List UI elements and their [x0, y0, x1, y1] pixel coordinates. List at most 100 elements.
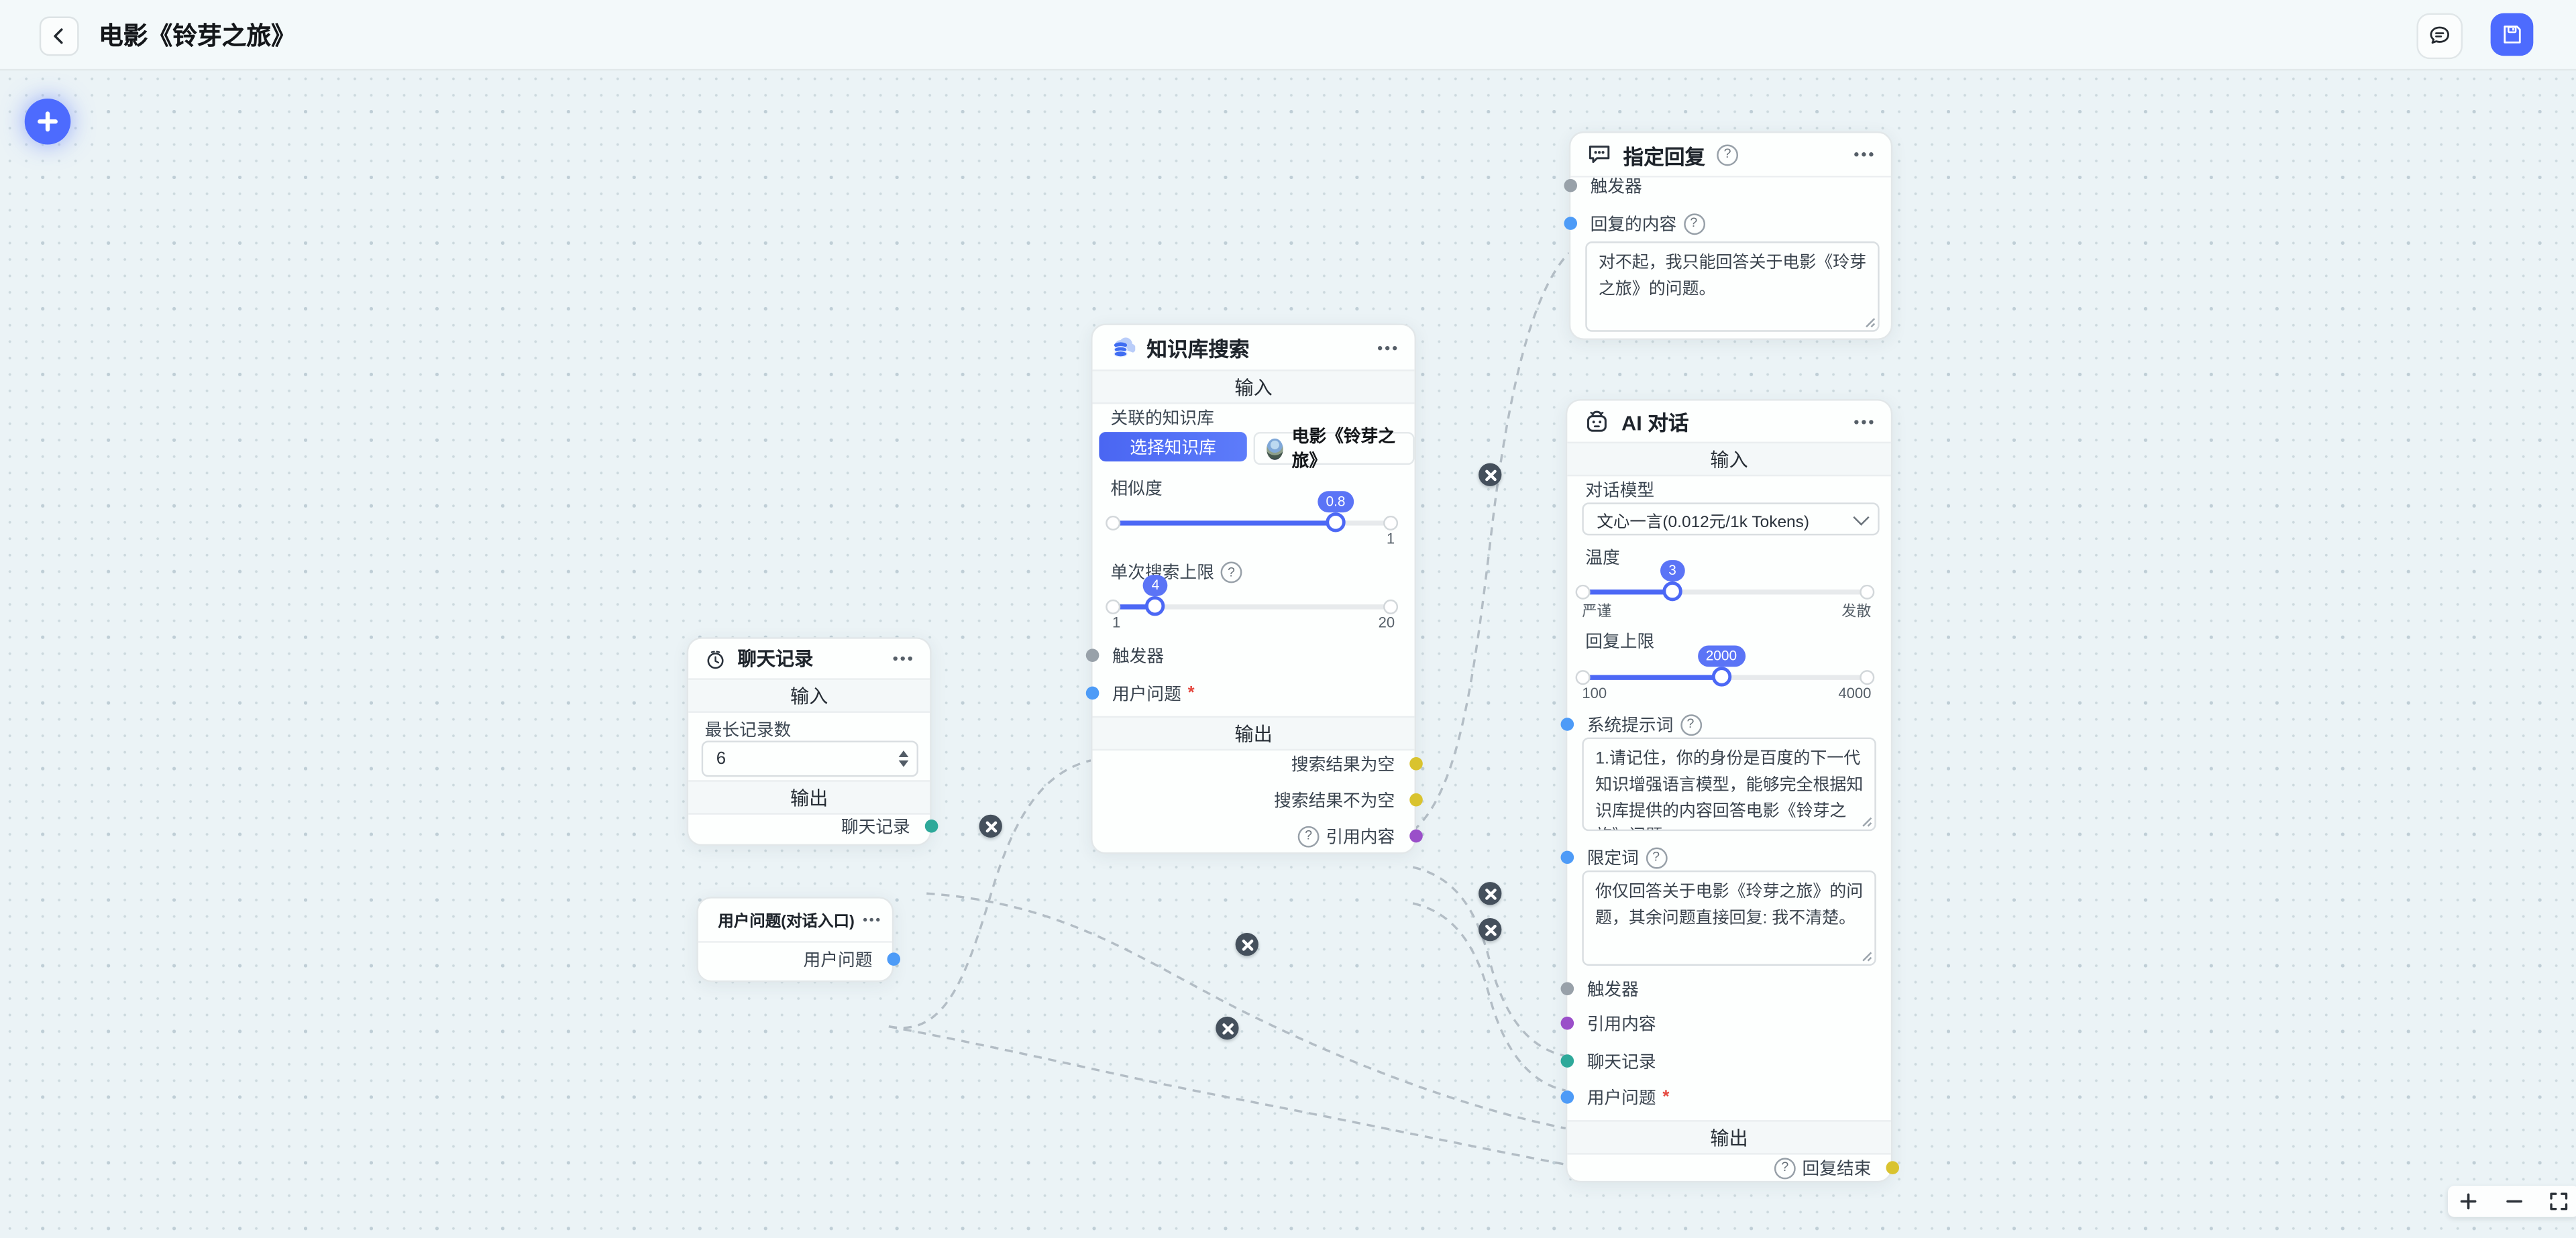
port-result-not-empty-out[interactable]	[1409, 793, 1422, 807]
help-icon[interactable]: ?	[1717, 144, 1739, 166]
input-row-reply-content: 回复的内容?	[1591, 212, 1872, 235]
port-qualifier-in[interactable]	[1560, 850, 1573, 864]
slider-thumb[interactable]	[1711, 667, 1731, 687]
save-button[interactable]	[2490, 13, 2534, 56]
plus-icon	[38, 111, 58, 132]
qualifier-textarea-wrap: 你仅回答关于电影《玲芽之旅》的问题，其余问题直接回复: 我不清楚。	[1582, 870, 1876, 966]
more-menu-icon[interactable]	[1853, 418, 1874, 425]
port-quote-in[interactable]	[1560, 1016, 1573, 1030]
model-select[interactable]: 文心一言(0.012元/1k Tokens)	[1582, 502, 1880, 536]
system-prompt-textarea[interactable]: 1.请记住，你的身份是百度的下一代知识增强语言模型，能够完全根据知识库提供的内容…	[1583, 739, 1875, 830]
search-limit-label: 单次搜索上限 ?	[1111, 560, 1242, 585]
edge-kb-notempty-to-ai	[1412, 866, 1566, 1058]
slider-thumb[interactable]	[1662, 581, 1682, 602]
zoom-out-button[interactable]	[2504, 1192, 2522, 1211]
resize-grip-icon[interactable]	[1862, 951, 1873, 962]
help-icon[interactable]: ?	[1682, 213, 1705, 234]
select-kb-button[interactable]: 选择知识库	[1099, 432, 1247, 462]
port-system-prompt-in[interactable]	[1560, 718, 1573, 731]
slider-thumb[interactable]	[1145, 596, 1166, 616]
node-chat-history[interactable]: 聊天记录 输入 最长记录数 输出 聊天记录	[686, 637, 938, 846]
port-user-question-out[interactable]	[886, 952, 900, 966]
port-quote-out[interactable]	[1409, 829, 1422, 843]
more-menu-icon[interactable]	[863, 917, 881, 923]
similarity-label: 相似度	[1110, 480, 1163, 500]
reply-limit-min-label: 100	[1582, 685, 1607, 701]
section-input: 输入	[1092, 370, 1415, 404]
edge-chat-to-ai	[926, 892, 1566, 1130]
max-records-input[interactable]	[701, 740, 918, 777]
more-menu-icon[interactable]	[1853, 151, 1874, 158]
preview-chat-button[interactable]	[2416, 13, 2463, 60]
temp-max-label: 发散	[1841, 602, 1872, 620]
node-knowledge-search[interactable]: 知识库搜索 输入 关联的知识库 选择知识库 电影《铃芽之旅》 相似度 0.8 1…	[1085, 323, 1422, 854]
node-user-question-entry[interactable]: 用户问题(对话入口) 用户问题	[696, 897, 900, 982]
port-trigger-in[interactable]	[1085, 649, 1099, 662]
slider-thumb[interactable]	[1326, 512, 1346, 532]
help-icon[interactable]: ?	[1680, 714, 1701, 735]
more-menu-icon[interactable]	[1377, 344, 1398, 351]
similarity-slider[interactable]: 0.8	[1106, 491, 1399, 532]
resize-grip-icon[interactable]	[1862, 816, 1873, 828]
delete-edge-button[interactable]	[1479, 917, 1502, 942]
delete-edge-button[interactable]	[1235, 933, 1258, 956]
chevron-down-icon	[1853, 508, 1870, 525]
reply-content-textarea[interactable]: 对不起，我只能回答关于电影《玲芽之旅》的问题。	[1587, 243, 1878, 331]
port-trigger-in[interactable]	[1563, 178, 1576, 192]
minus-icon	[2506, 1200, 2522, 1203]
delete-edge-button[interactable]	[1479, 882, 1502, 905]
stepper-down-icon[interactable]	[898, 760, 909, 767]
number-stepper[interactable]	[898, 742, 909, 775]
stepper-up-icon[interactable]	[898, 750, 909, 757]
back-button[interactable]	[39, 16, 79, 56]
port-chat-history-out[interactable]	[924, 820, 938, 833]
help-icon[interactable]: ?	[1297, 825, 1320, 847]
add-node-button[interactable]	[24, 98, 71, 145]
node-fixed-reply[interactable]: 指定回复 ? 触发器 回复的内容? 对不起，我只能回答关于电影《玲芽之旅》的问题…	[1563, 131, 1893, 340]
port-chat-history-in[interactable]	[1560, 1054, 1573, 1068]
delete-edge-button[interactable]	[1479, 463, 1502, 486]
output-row-not-empty: 搜索结果不为空	[1274, 791, 1395, 811]
max-records-value[interactable]	[703, 742, 917, 775]
similarity-max-label: 1	[1386, 530, 1395, 547]
delete-edge-button[interactable]	[979, 814, 1002, 838]
close-icon	[1484, 469, 1496, 481]
reply-content-textarea-wrap: 对不起，我只能回答关于电影《玲芽之旅》的问题。	[1585, 241, 1880, 332]
search-limit-max-label: 20	[1378, 614, 1395, 631]
qualifier-textarea[interactable]: 你仅回答关于电影《玲芽之旅》的问题，其余问题直接回复: 我不清楚。	[1583, 872, 1875, 964]
port-reply-end-out[interactable]	[1885, 1161, 1898, 1175]
input-row-system-prompt: 系统提示词?	[1587, 713, 1872, 736]
help-icon[interactable]: ?	[1220, 561, 1242, 583]
zoom-in-button[interactable]	[2459, 1192, 2477, 1211]
help-icon[interactable]: ?	[1774, 1157, 1796, 1179]
slider-value-badge: 0.8	[1318, 491, 1354, 513]
slider-value-badge: 3	[1660, 560, 1685, 582]
input-row-trigger: 触发器	[1590, 176, 1642, 196]
help-icon[interactable]: ?	[1645, 846, 1667, 868]
output-row-empty: 搜索结果为空	[1291, 754, 1395, 775]
page-title: 电影《铃芽之旅》	[98, 22, 296, 50]
reply-limit-slider[interactable]: 2000	[1575, 645, 1875, 687]
temperature-label: 温度	[1585, 548, 1620, 569]
section-input: 输入	[1567, 441, 1891, 477]
output-row-user-question: 用户问题	[803, 950, 873, 970]
search-limit-slider[interactable]: 4	[1106, 575, 1399, 616]
node-ai-chat[interactable]: AI 对话 输入 对话模型 文心一言(0.012元/1k Tokens) 温度 …	[1560, 399, 1898, 1183]
delete-edge-button[interactable]	[1216, 1016, 1239, 1040]
close-icon	[1222, 1022, 1233, 1034]
fit-view-button[interactable]	[2550, 1192, 2568, 1211]
plus-icon	[2460, 1193, 2477, 1210]
output-row-reply-end: ?回复结束	[1587, 1156, 1871, 1179]
kb-chip[interactable]: 电影《铃芽之旅》	[1253, 427, 1415, 471]
port-user-question-in[interactable]	[1560, 1090, 1573, 1104]
node-title: 聊天记录	[737, 650, 814, 671]
port-reply-content-in[interactable]	[1563, 217, 1576, 230]
port-user-question-in[interactable]	[1085, 686, 1099, 700]
port-trigger-in[interactable]	[1560, 982, 1573, 996]
port-result-empty-out[interactable]	[1409, 756, 1422, 771]
resize-grip-icon[interactable]	[1865, 317, 1876, 329]
input-row-trigger: 触发器	[1587, 979, 1639, 1000]
more-menu-icon[interactable]	[892, 655, 914, 662]
edge-kb-empty-to-reply	[1412, 251, 1570, 832]
temperature-slider[interactable]: 3	[1575, 560, 1875, 602]
